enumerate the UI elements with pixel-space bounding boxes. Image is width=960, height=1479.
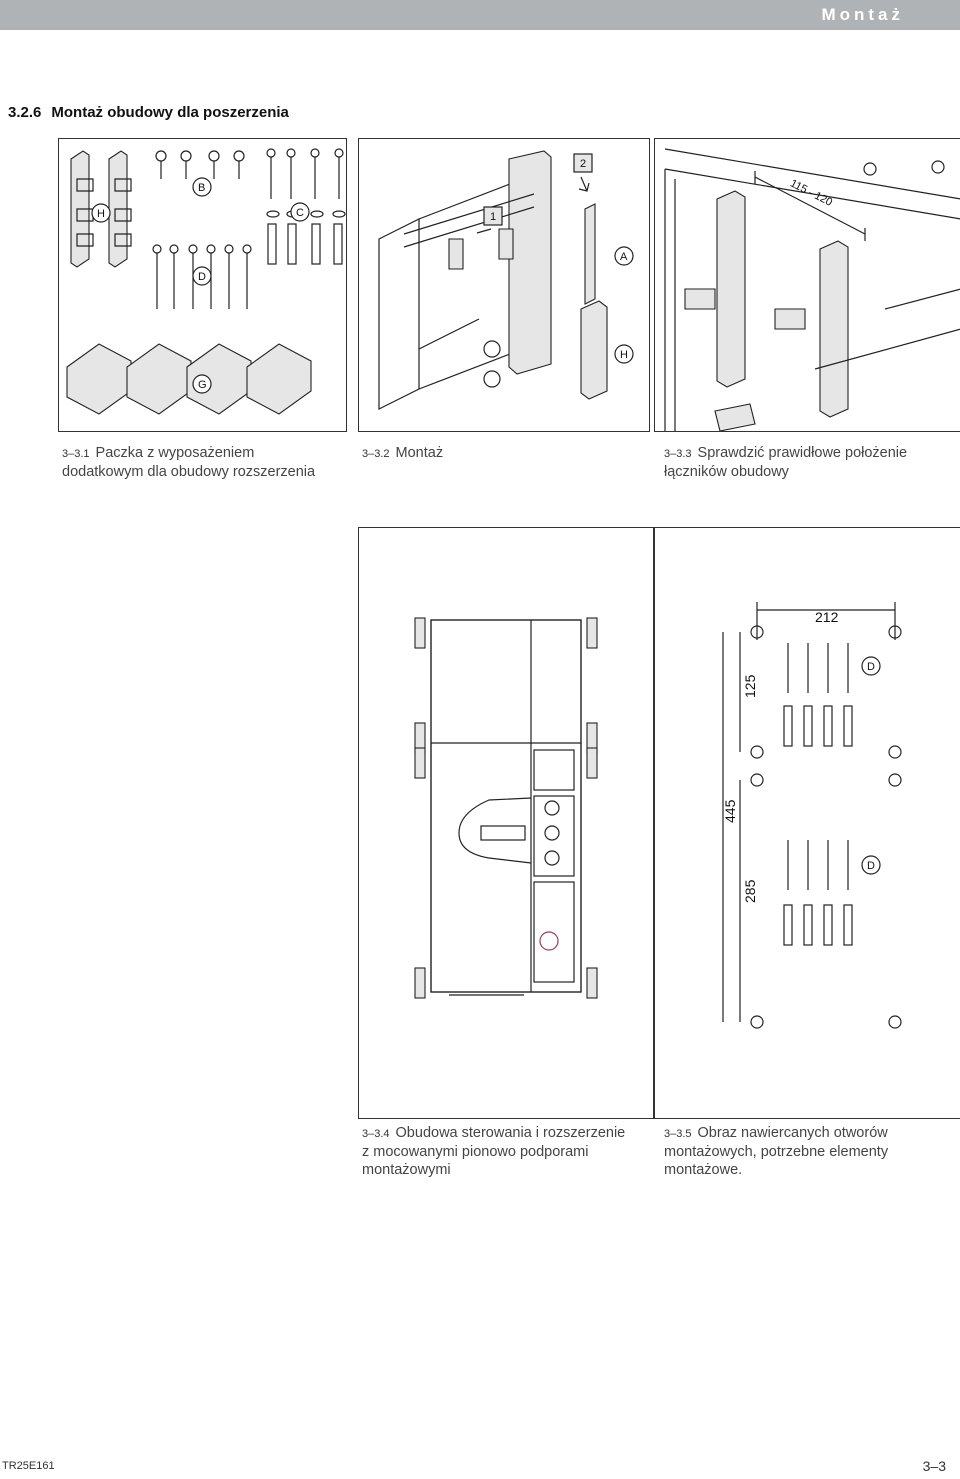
figure-control-housing [358,527,654,1119]
caption-fig4-line3: montażowymi [362,1162,451,1178]
control-housing-drawing [414,617,598,999]
drill-pattern-drawing: 212 125 445 285 D D [722,602,902,1029]
caption-fig1-line2: dodatkowym dla obudowy rozszerzenia [62,464,316,480]
label-dimension: 115 - 120 [788,177,834,208]
caption-fig3: 3–3.3 Sprawdzić prawidłowe położenie łącz… [664,444,958,481]
caption-fig3-line1: Sprawdzić prawidłowe położenie [697,445,908,461]
dim-width: 212 [815,609,839,625]
dim-top-gap: 125 [742,674,758,698]
caption-fig5-number: 3–3.5 [664,1128,692,1140]
caption-fig2-line1: Montaż [395,445,444,461]
figure-assembly: 1 2 A H [358,138,650,432]
accessory-pack-drawing: H B C D G [66,148,346,415]
caption-fig5-line2: montażowych, potrzebne elementy [664,1144,889,1160]
label-d-bottom: D [867,860,875,872]
section-title: Montaż obudowy dla poszerzenia [51,104,289,121]
label-step2: 2 [580,158,586,170]
caption-fig5-line3: montażowe. [664,1162,743,1178]
caption-fig5-line1: Obraz nawiercanych otworów [697,1125,888,1141]
doc-code: TR25E161 [2,1460,55,1472]
figure-connector-check: 115 - 120 [654,138,960,432]
label-b: B [198,182,205,194]
caption-fig1: 3–3.1 Paczka z wyposażeniem dodatkowym dl… [62,444,352,481]
label-a: A [620,251,628,263]
caption-fig5: 3–3.5 Obraz nawiercanych otworów montażow… [664,1124,958,1179]
caption-fig1-number: 3–3.1 [62,448,90,460]
label-step1: 1 [490,211,496,223]
header-title: Montaż [821,5,904,24]
label-d-top: D [867,661,875,673]
figure-drill-pattern: 212 125 445 285 D D [654,527,960,1119]
figure-accessory-pack: H B C D G [58,138,347,432]
caption-fig3-line2: łączników obudowy [664,464,789,480]
caption-fig4-number: 3–3.4 [362,1128,390,1140]
connector-check-drawing: 115 - 120 [664,148,960,431]
caption-fig1-line1: Paczka z wyposażeniem [95,445,255,461]
dim-lower: 285 [742,879,758,903]
section-number: 3.2.6 [8,104,42,121]
caption-fig2-number: 3–3.2 [362,448,390,460]
label-c: C [296,207,304,219]
section-heading: 3.2.6 Montaż obudowy dla poszerzenia [8,104,289,121]
label-g: G [198,379,207,391]
caption-fig3-number: 3–3.3 [664,448,692,460]
label-h: H [97,208,105,220]
label-d: D [198,271,206,283]
caption-fig4-line1: Obudowa sterowania i rozszerzenie [395,1125,626,1141]
page-number: 3–3 [922,1458,946,1474]
dim-total: 445 [722,799,738,823]
caption-fig4: 3–3.4 Obudowa sterowania i rozszerzenie z… [362,1124,662,1179]
caption-fig2: 3–3.2 Montaż [362,444,642,463]
label-h2: H [620,349,628,361]
caption-fig4-line2: z mocowanymi pionowo podporami [362,1144,589,1160]
header-bar: Montaż [0,0,960,30]
assembly-drawing: 1 2 A H [378,150,634,410]
